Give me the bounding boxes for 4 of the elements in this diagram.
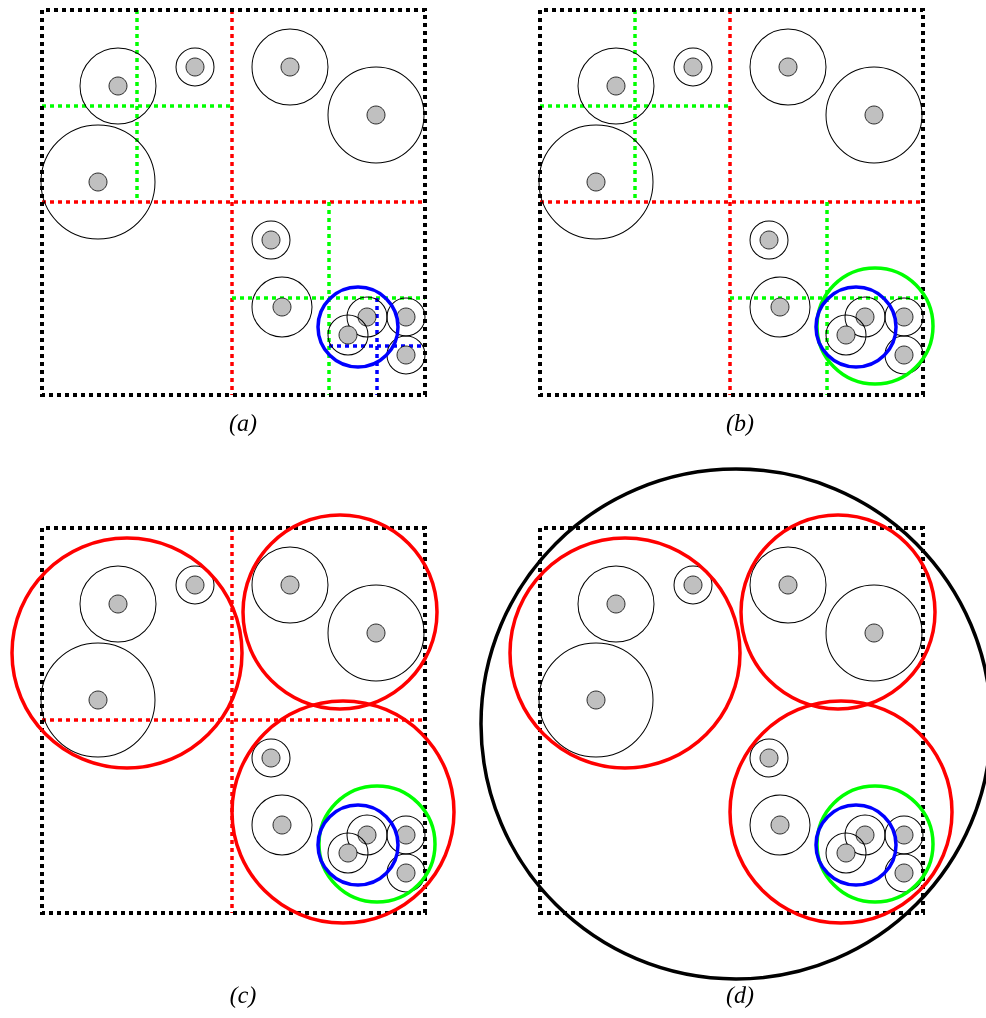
panel-label: (c) <box>230 986 256 1008</box>
panel-label: (d) <box>726 986 754 1008</box>
panel-label: (a) <box>229 414 257 436</box>
panel-label: (b) <box>726 414 754 436</box>
